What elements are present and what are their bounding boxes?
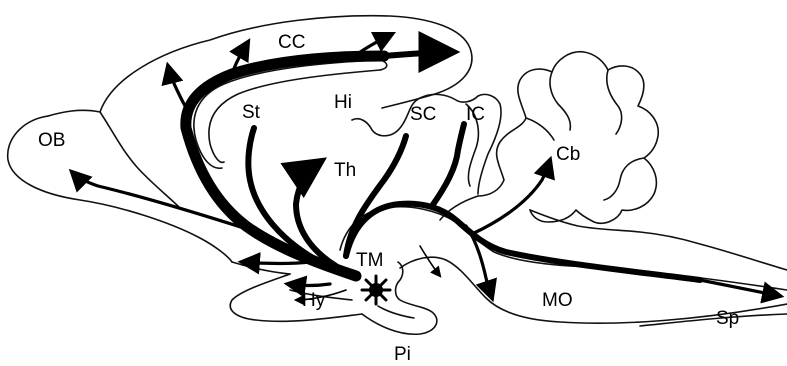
brain-outlines	[8, 16, 787, 335]
cerebellum-fold-1	[550, 72, 570, 130]
label-th: Th	[334, 160, 356, 181]
hypothalamus-outline	[230, 274, 362, 321]
label-hi: Hi	[334, 92, 352, 113]
label-hy: Hy	[302, 290, 326, 311]
pons-projection	[420, 246, 440, 276]
cerebellum-projection	[472, 160, 550, 234]
olfactory-inner-outline	[100, 112, 180, 208]
label-st: St	[242, 102, 261, 123]
ic-projection	[432, 124, 464, 206]
projection-fibers	[72, 34, 780, 300]
cerebellum-fold-3	[604, 158, 644, 200]
tm-star-icon	[362, 276, 390, 304]
frontal-outline	[48, 110, 100, 116]
cerebellum-outline	[478, 52, 658, 224]
cerebellum-fold-4	[526, 118, 554, 140]
label-ic: IC	[466, 104, 485, 125]
cerebellum-fold-2	[607, 70, 622, 134]
pituitary-inner-outline	[378, 306, 414, 318]
label-ob: OB	[38, 130, 65, 151]
pituitary-outline	[362, 262, 437, 334]
brainstem-bundle	[346, 204, 700, 280]
label-cc: CC	[278, 32, 305, 53]
cortex-branch-1	[168, 66, 188, 112]
hypothalamus-projection-1	[242, 262, 310, 264]
callosal-projection	[384, 52, 452, 56]
label-mo: MO	[542, 290, 573, 311]
label-cb: Cb	[556, 144, 580, 165]
hypothalamus-projection-2	[288, 284, 330, 286]
label-tm: TM	[356, 250, 383, 271]
hippocampus-outline-inner	[209, 70, 380, 162]
label-pi: Pi	[394, 344, 411, 365]
label-sc: SC	[410, 104, 436, 125]
label-sp: Sp	[716, 308, 739, 329]
